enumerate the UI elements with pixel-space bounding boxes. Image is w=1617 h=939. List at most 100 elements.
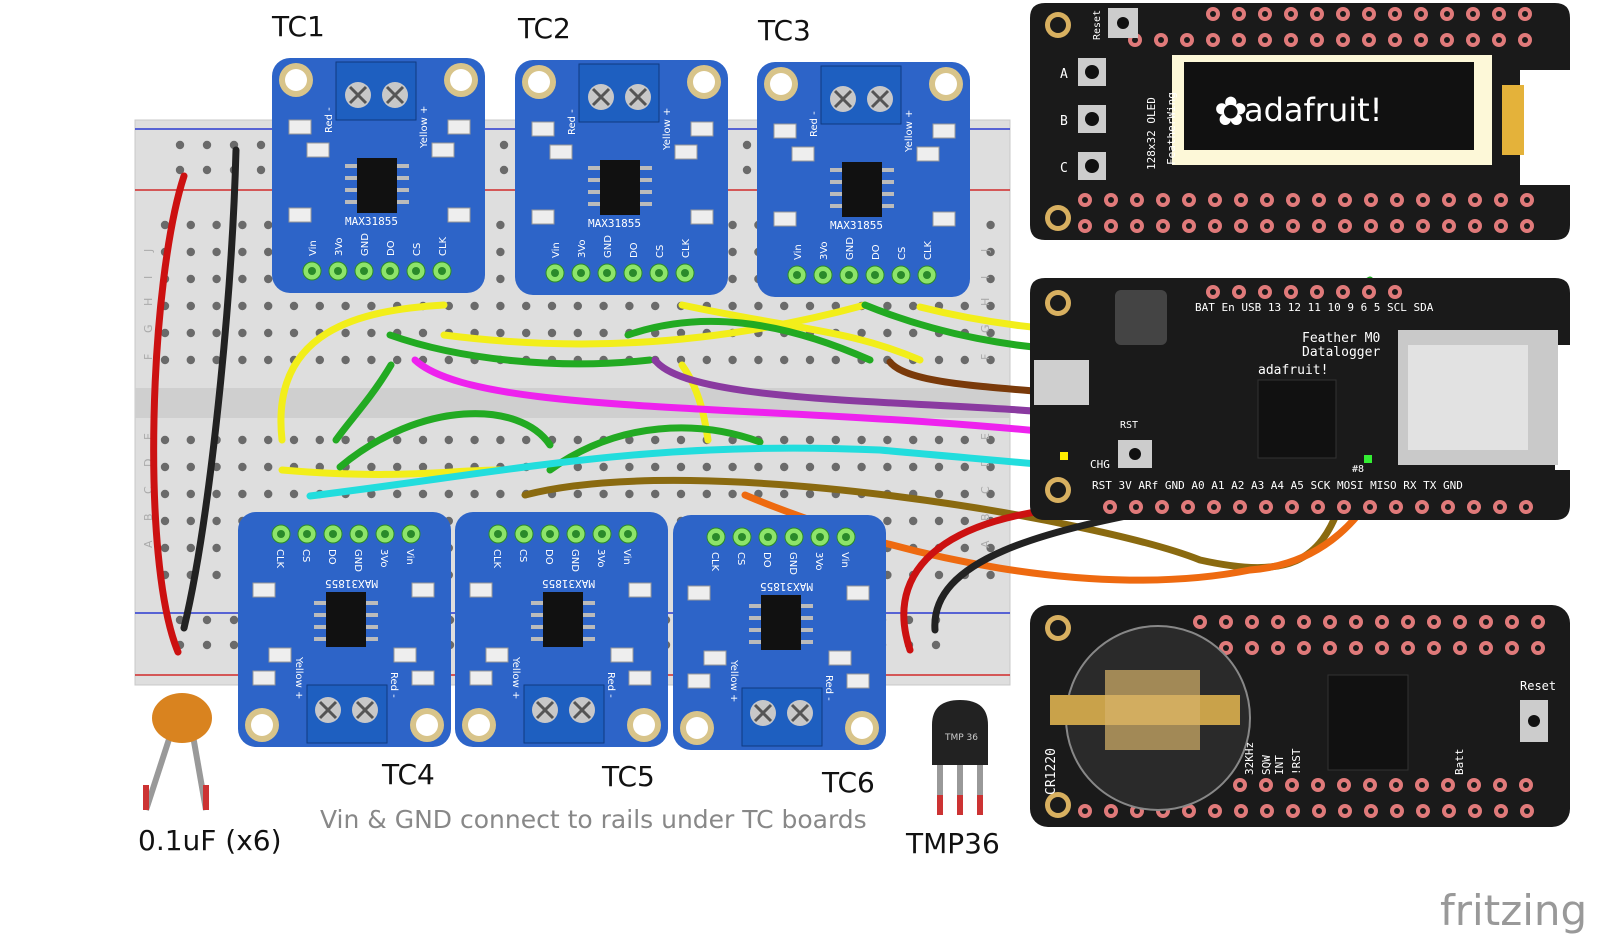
wire-yellow-5	[678, 361, 712, 444]
terminal-label-yellow: Yellow +	[419, 106, 430, 149]
pin-label: Vin	[551, 242, 562, 258]
smd-part	[773, 123, 797, 139]
smd-part	[268, 647, 292, 663]
breadboard-hole	[599, 328, 608, 338]
tc2-label: TC2	[517, 12, 571, 45]
breadboard-hole	[212, 516, 221, 526]
wiring-note: Vin & GND connect to rails under TC boar…	[320, 805, 867, 834]
oled-header-pins	[1078, 7, 1534, 233]
pin-label: DO	[543, 549, 554, 565]
chg-led	[1060, 452, 1068, 460]
tmp36-label: TMP36	[905, 827, 1000, 860]
pin-label: CLK	[709, 552, 720, 572]
breadboard-hole	[212, 543, 221, 553]
breadboard-hole	[212, 355, 221, 365]
pin-label: GND	[845, 237, 856, 260]
oled-side-text-2: FeatherWing	[1165, 92, 1178, 165]
breadboard-hole	[831, 355, 840, 365]
breadboard-hole	[909, 516, 918, 526]
led-8	[1364, 455, 1372, 463]
breadboard-hole	[573, 301, 582, 311]
terminal-label-yellow: Yellow +	[510, 656, 521, 699]
row-letter: C	[979, 486, 992, 494]
breadboard-hole	[160, 328, 170, 338]
max31855-chip	[761, 595, 801, 650]
wire-yellow-1	[277, 301, 448, 444]
breadboard-hole	[676, 435, 686, 445]
breadboard-hole	[315, 355, 324, 365]
breadboard-hole	[496, 274, 505, 284]
chip-label: MAX31855	[588, 217, 641, 230]
breadboard-hole	[857, 435, 866, 445]
breadboard-hole	[470, 489, 479, 499]
breadboard-hole	[728, 355, 737, 365]
terminal-label-red: Red -	[388, 672, 399, 698]
breadboard-hole	[341, 301, 350, 311]
breadboard-hole	[186, 220, 195, 230]
row-letter: A	[142, 540, 155, 548]
breadboard-hole	[238, 247, 247, 257]
breadboard-hole	[831, 301, 840, 311]
pin-label: 3Vo	[334, 237, 345, 256]
breadboard-hole	[160, 489, 170, 499]
breadboard-hole	[599, 462, 608, 472]
rail-hole	[229, 615, 239, 625]
breadboard-hole	[728, 462, 737, 472]
rail-hole	[256, 140, 266, 150]
breadboard-hole	[547, 301, 557, 311]
breadboard-hole	[160, 355, 170, 365]
breadboard-hole	[909, 328, 918, 338]
pin-label: CLK	[681, 238, 692, 258]
rtc-label-int: INT	[1273, 755, 1286, 775]
breadboard-hole	[547, 328, 557, 338]
breadboard-hole	[573, 435, 582, 445]
pin-label: DO	[629, 242, 640, 258]
breadboard-hole	[160, 220, 170, 230]
smd-part	[690, 209, 714, 225]
mcu-chip	[1257, 379, 1337, 459]
rail-hole	[742, 140, 752, 150]
breadboard-hole	[238, 489, 247, 499]
breadboard-hole	[212, 247, 221, 257]
tc3-label: TC3	[757, 14, 811, 47]
breadboard-hole	[728, 301, 737, 311]
breadboard-hole	[212, 489, 221, 499]
breadboard-hole	[754, 301, 763, 311]
breadboard-hole	[238, 435, 247, 445]
terminal-label-red: Red -	[324, 107, 335, 133]
breadboard-hole	[238, 274, 247, 284]
breadboard-hole	[212, 274, 221, 284]
row-letter: H	[142, 298, 155, 306]
breadboard-hole	[264, 489, 273, 499]
terminal-label-yellow: Yellow +	[904, 110, 915, 153]
breadboard-hole	[264, 301, 273, 311]
breadboard-hole	[986, 247, 995, 257]
breadboard-hole	[186, 355, 195, 365]
breadboard-hole	[160, 543, 170, 553]
breadboard-hole	[289, 435, 299, 445]
breadboard-hole	[676, 462, 686, 472]
pin-label: CS	[655, 245, 666, 258]
rail-hole	[229, 640, 239, 650]
breadboard-hole	[160, 435, 170, 445]
breadboard-hole	[986, 220, 995, 230]
breadboard-hole	[212, 301, 221, 311]
breadboard-hole	[470, 301, 479, 311]
breadboard-hole	[367, 462, 376, 472]
breadboard-hole	[986, 489, 995, 499]
breadboard-hole	[960, 543, 969, 553]
breadboard-hole	[934, 516, 944, 526]
smd-part	[485, 647, 509, 663]
breadboard-hole	[289, 328, 299, 338]
row-letter: I	[142, 276, 155, 279]
rail-hole	[499, 165, 509, 175]
breadboard-hole	[393, 435, 402, 445]
breadboard-hole	[805, 301, 815, 311]
breadboard-hole	[522, 435, 531, 445]
breadboard-hole	[986, 570, 995, 580]
breadboard-hole	[702, 462, 711, 472]
pin-label: GND	[352, 549, 363, 572]
breadboard-hole	[960, 462, 969, 472]
